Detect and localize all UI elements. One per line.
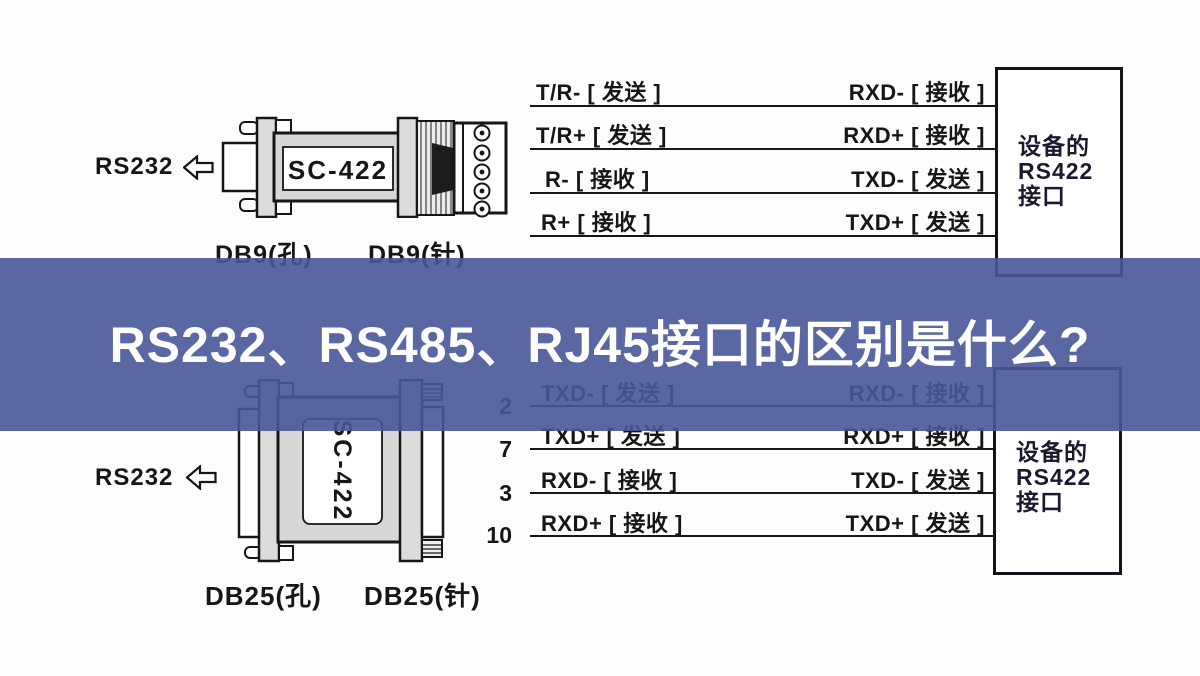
banner-title: RS232、RS485、RJ45接口的区别是什么? <box>109 316 1091 373</box>
rs232-label-top: RS232 <box>95 153 174 180</box>
model-plate <box>282 146 394 191</box>
left-arrow-icon <box>186 465 217 490</box>
wire-from-label: R+ [ 接收 ] <box>541 210 652 235</box>
rs422-device-box-top: 设备的 RS422 接口 <box>995 67 1123 277</box>
device-box-line: 设备的 <box>1016 439 1088 465</box>
converter-model-label-bottom: SC-422 <box>328 420 356 523</box>
converter-model-label-top: SC-422 <box>288 155 388 185</box>
pin-number: 7 <box>499 436 512 462</box>
wire <box>530 448 993 450</box>
right-flange <box>396 116 419 218</box>
title-banner: RS232、RS485、RJ45接口的区别是什么? <box>0 258 1200 431</box>
device-box-line: 设备的 <box>1018 133 1090 159</box>
wire-to-label: TXD+ [ 发送 ] <box>845 511 985 536</box>
device-box-line: RS422 <box>1018 158 1094 184</box>
wire-to-label: RXD+ [ 接收 ] <box>843 123 985 148</box>
db9-female-stub <box>221 141 261 193</box>
wire <box>530 535 993 537</box>
device-box-line: 接口 <box>1016 489 1064 515</box>
db25-pin-label: DB25(针) <box>364 581 481 611</box>
wire-from-label: T/R- [ 发送 ] <box>536 80 662 105</box>
wire <box>530 235 995 237</box>
pin-number: 3 <box>499 480 512 506</box>
device-box-line: RS422 <box>1016 464 1092 490</box>
wire-to-label: TXD- [ 发送 ] <box>851 167 985 192</box>
rs232-label-bottom: RS232 <box>95 464 174 491</box>
wire <box>530 492 993 494</box>
left-arrow-icon <box>183 155 214 180</box>
wire <box>530 192 995 194</box>
device-box-line: 接口 <box>1018 183 1066 209</box>
db9-converter-device: SC-422 <box>221 116 508 218</box>
wire <box>530 148 995 150</box>
wire-from-label: R- [ 接收 ] <box>545 167 650 192</box>
wire <box>530 105 995 107</box>
wire-from-label: RXD- [ 接收 ] <box>541 468 678 493</box>
db25-hole-label: DB25(孔) <box>205 581 322 611</box>
wire-to-label: TXD+ [ 发送 ] <box>845 210 985 235</box>
pin-number: 10 <box>486 522 512 548</box>
wire-from-label: T/R+ [ 发送 ] <box>536 123 667 148</box>
wire-to-label: RXD- [ 接收 ] <box>848 80 985 105</box>
wire-from-label: RXD+ [ 接收 ] <box>541 511 683 536</box>
wire-to-label: TXD- [ 发送 ] <box>851 468 985 493</box>
